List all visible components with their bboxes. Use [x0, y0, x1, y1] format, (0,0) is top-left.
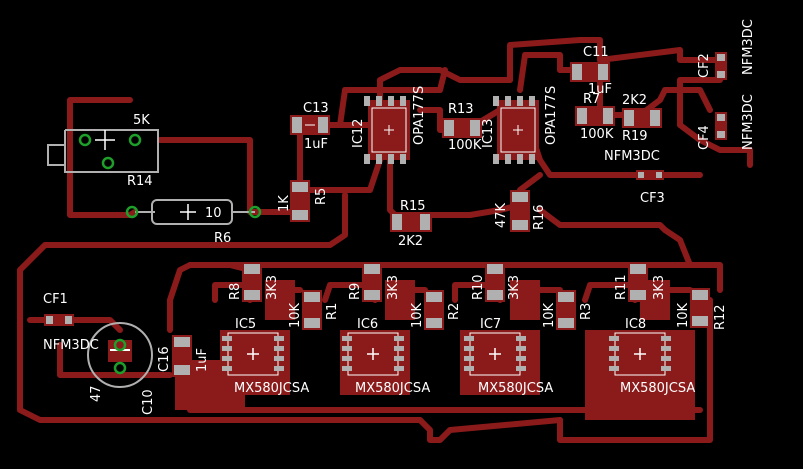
label-ic8: IC8 [625, 317, 646, 332]
smd-c13 [290, 115, 330, 135]
label-ic5: IC5 [235, 317, 256, 332]
label-r13-value: 100K [448, 138, 482, 153]
label-r15: R15 [400, 199, 426, 214]
label-r19: R19 [622, 129, 648, 144]
smd-r12 [690, 288, 710, 328]
smd-vertical-packages [172, 52, 727, 377]
label-r11: R11 [614, 274, 629, 300]
smd-r10 [485, 262, 505, 302]
label-r5: R5 [314, 188, 329, 205]
label-c11: C11 [583, 45, 609, 60]
label-cf3: CF3 [640, 191, 665, 206]
label-cf2: CF2 [697, 53, 712, 78]
label-ic12: IC12 [351, 119, 366, 148]
label-r16: R16 [532, 204, 547, 230]
copper-pour [510, 280, 540, 320]
smd-cf2 [715, 52, 727, 80]
label-c11-value: 1uF [588, 82, 612, 97]
smd-r15 [390, 212, 432, 232]
smd-r9 [362, 262, 382, 302]
label-r1-value: 10K [288, 302, 303, 328]
smd-cf4 [715, 112, 727, 140]
smd-r1 [302, 290, 322, 330]
ic5-package [222, 332, 284, 376]
label-r2-value: 10K [410, 302, 425, 328]
label-cf4: CF4 [697, 125, 712, 150]
label-r10-value: 3K3 [507, 275, 522, 300]
label-r13: R13 [448, 102, 474, 117]
resistor-r6 [125, 199, 262, 225]
label-r8-value: 3K3 [265, 275, 280, 300]
label-r16-value: 47K [494, 202, 509, 228]
label-r1: R1 [325, 303, 340, 320]
label-r10: R10 [471, 274, 486, 300]
copper-pour [385, 280, 415, 320]
label-r14: R14 [127, 174, 153, 189]
label-cf3-value: NFM3DC [604, 149, 660, 164]
label-ic13: IC13 [481, 119, 496, 148]
smd-r16 [510, 190, 530, 232]
label-c16: C16 [157, 346, 172, 372]
label-mx580-3: MX580JCSA [478, 381, 553, 396]
label-opa177s-1: OPA177S [412, 86, 427, 145]
label-r8: R8 [228, 283, 243, 300]
label-c13-value: 1uF [304, 137, 328, 152]
label-opa177s-2: OPA177S [544, 86, 559, 145]
ic12-package [364, 96, 410, 164]
capacitor-c10 [87, 322, 153, 388]
label-cf1-value: NFM3DC [43, 338, 99, 353]
label-mx580-2: MX580JCSA [355, 381, 430, 396]
label-mx580-4: MX580JCSA [620, 381, 695, 396]
label-r7-value: 100K [580, 127, 614, 142]
smd-r7 [575, 106, 615, 126]
label-c10-value: 47 [89, 385, 104, 402]
label-cf1: CF1 [43, 292, 68, 307]
copper-pour [265, 280, 295, 320]
label-mx580-1: MX580JCSA [234, 381, 309, 396]
label-r2: R2 [447, 303, 462, 320]
label-r19-value: 2K2 [622, 93, 647, 108]
label-r6: R6 [214, 231, 231, 246]
label-r14-value: 5K [133, 113, 150, 128]
label-r3: R3 [579, 303, 594, 320]
smd-c11 [570, 62, 610, 82]
label-c13: C13 [303, 101, 329, 116]
label-c10: C10 [141, 389, 156, 415]
smd-cf3 [636, 170, 664, 180]
ic7-package [464, 332, 526, 376]
silkscreen-labels: C13 1uF IC12 OPA177S R13 100K IC13 OPA17… [43, 19, 756, 415]
smd-r3 [556, 290, 576, 330]
smd-r5 [290, 180, 310, 222]
label-cf4-value: NFM3DC [741, 94, 756, 150]
label-ic6: IC6 [357, 317, 378, 332]
smd-r11 [628, 262, 648, 302]
label-r9: R9 [348, 283, 363, 300]
label-ic7: IC7 [480, 317, 501, 332]
label-r15-value: 2K2 [398, 234, 423, 249]
smd-r2 [424, 290, 444, 330]
label-r5-value: 1K [277, 195, 292, 212]
label-r6-value: 10 [205, 206, 222, 221]
label-r3-value: 10K [542, 302, 557, 328]
smd-packages [44, 62, 664, 326]
ic6-package [342, 332, 404, 376]
label-c16-value: 1uF [195, 348, 210, 372]
smd-r13 [442, 118, 482, 138]
label-cf2-value: NFM3DC [741, 19, 756, 75]
label-r11-value: 3K3 [652, 275, 667, 300]
label-r9-value: 3K3 [386, 275, 401, 300]
smd-r19 [622, 108, 662, 128]
ic8-package [609, 332, 671, 376]
smd-cf1 [44, 314, 74, 326]
label-r12: R12 [713, 304, 728, 330]
label-r7: R7 [583, 92, 600, 107]
smd-r8 [242, 262, 262, 302]
smd-c16 [172, 335, 192, 377]
ic13-package [493, 96, 539, 164]
label-r4-value: 10K [676, 302, 691, 328]
potentiometer-r14 [47, 129, 159, 173]
